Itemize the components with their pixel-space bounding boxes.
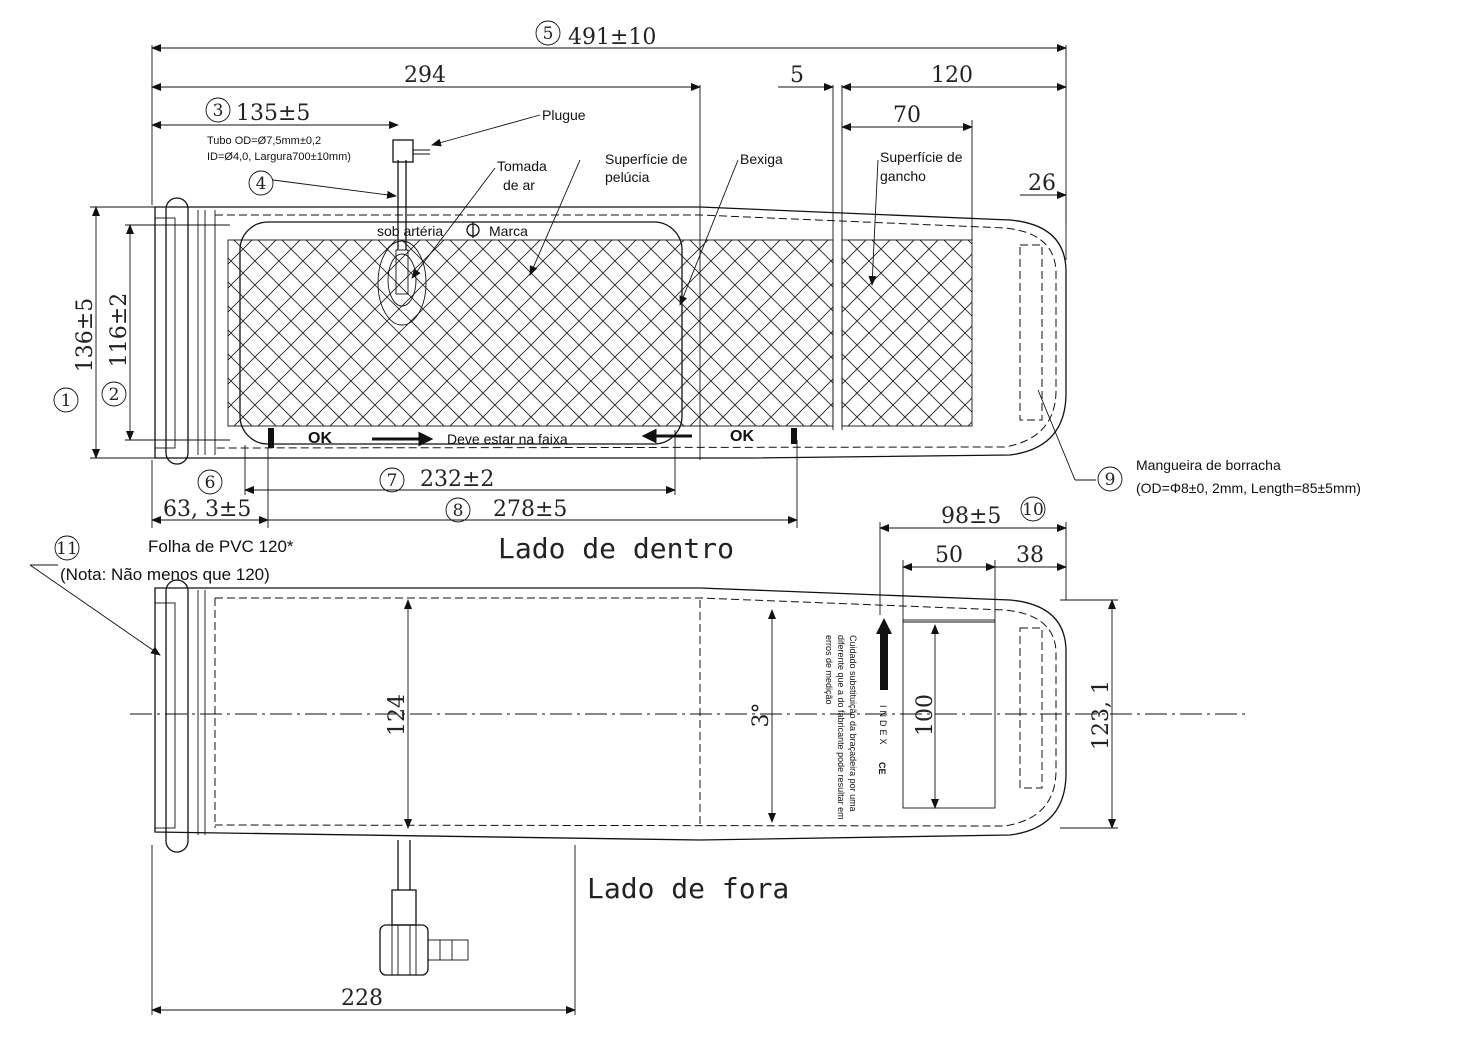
dim-120: 120 (931, 63, 973, 88)
dim-50: 50 (935, 543, 963, 568)
dim-123: 123, 1 (1089, 680, 1114, 750)
dim-232: 232±2 (420, 467, 494, 492)
artery-label: sob artéria (377, 223, 443, 239)
d-ring (165, 197, 189, 465)
dim-5: 5 (790, 63, 804, 88)
dim-total-length: 491±10 (568, 25, 656, 50)
dim-63: 63, 3±5 (163, 497, 251, 522)
outside-view: INDEX CE Cuidado substituição da braçade… (29, 496, 1250, 1015)
pvc-sheet-label: Folha de PVC 120* (148, 537, 294, 556)
callout-4: 4 (256, 174, 267, 194)
plush-hatch (228, 240, 833, 426)
rubber-hose (1019, 244, 1043, 421)
stitch-line (214, 214, 1057, 449)
range-label: Deve estar na faixa (447, 431, 568, 447)
plug-label: Plugue (542, 107, 586, 123)
dim-124: 124 (385, 694, 410, 736)
dim-135: 135±5 (236, 101, 310, 126)
dim-294: 294 (404, 63, 446, 88)
hook-hatch (842, 240, 972, 426)
outside-title: Lado de fora (587, 872, 789, 905)
bladder-outline (239, 221, 683, 445)
warning-text-3: erros de medição (824, 635, 834, 705)
dim-228: 228 (341, 986, 383, 1011)
air-inlet-label-1: Tomada (497, 158, 547, 174)
callout-8: 8 (453, 501, 464, 521)
dim-70: 70 (893, 103, 921, 128)
callout-9: 9 (1105, 470, 1116, 490)
dim-136: 136±5 (73, 298, 98, 372)
dim-26: 26 (1028, 171, 1056, 196)
callout-10: 10 (1022, 500, 1044, 520)
plush-label-2: pelúcia (605, 169, 650, 185)
ce-mark: CE (877, 762, 887, 775)
dim-38: 38 (1016, 543, 1044, 568)
dim-100: 100 (913, 694, 938, 736)
mark-label: Marca (489, 223, 528, 239)
callout-2: 2 (109, 385, 120, 405)
index-label: INDEX (878, 705, 888, 748)
pvc-end-strip (154, 217, 176, 449)
air-inlet (377, 240, 427, 326)
inside-view: sob artéria Marca OK OK Deve estar na fa… (53, 20, 1361, 565)
bladder-label: Bexiga (740, 151, 783, 167)
tube-spec-line1: Tubo OD=Ø7,5mm±0,2 (207, 135, 321, 147)
callout-5: 5 (543, 24, 554, 44)
pvc-note: (Nota: Não menos que 120) (60, 565, 270, 584)
ok-label-right: OK (730, 428, 754, 445)
air-inlet-label-2: de ar (503, 177, 535, 193)
callout-7: 7 (387, 471, 398, 491)
tube-spec-line2: ID=Ø4,0, Largura700±10mm) (207, 151, 351, 163)
callout-1: 1 (61, 391, 72, 411)
callout-11: 11 (56, 539, 78, 559)
plug-outside-icon (379, 924, 429, 976)
hook-label-2: gancho (880, 168, 926, 184)
warning-text-2: diferente que a do fabricante pode resul… (836, 635, 846, 820)
callout-3: 3 (213, 101, 224, 121)
plug-icon (392, 139, 414, 163)
plush-label-1: Superfície de (605, 151, 688, 167)
dim-278: 278±5 (493, 497, 567, 522)
d-ring-outside (165, 579, 189, 853)
cuff-outline (154, 206, 1067, 459)
dim-98: 98±5 (941, 504, 1001, 529)
hook-label-1: Superfície de (880, 149, 963, 165)
inside-title: Lado de dentro (498, 532, 734, 565)
cuff-outline-outside (154, 587, 1067, 841)
hose-spec: (OD=Φ8±0, 2mm, Length=85±5mm) (1136, 480, 1361, 496)
tube-connector (391, 889, 417, 926)
callout-6: 6 (205, 473, 216, 493)
dim-116: 116±2 (107, 293, 132, 367)
hose-title: Mangueira de borracha (1136, 457, 1281, 473)
warning-text-1: Cuidado substituição da braçadeira por u… (848, 635, 858, 812)
dim-3deg: 3° (749, 703, 774, 728)
ok-label-left: OK (308, 430, 332, 447)
